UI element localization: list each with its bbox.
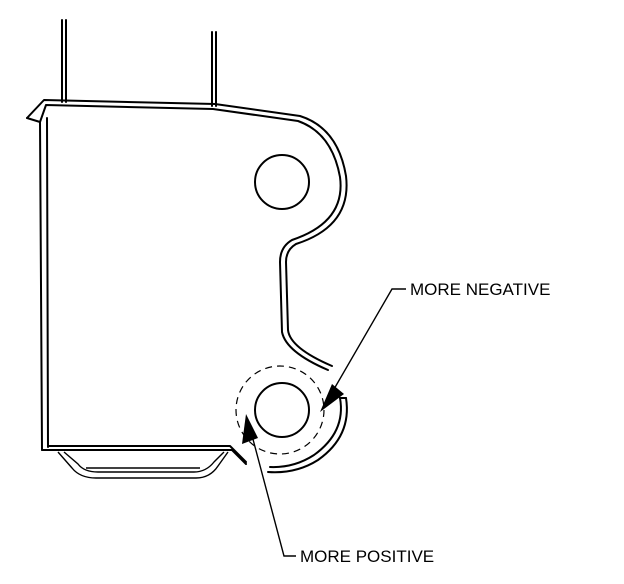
bracket-body: [26, 99, 348, 479]
label-more-positive: MORE POSITIVE: [300, 547, 435, 566]
label-more-negative: MORE NEGATIVE: [410, 280, 551, 299]
lower-hole-group: [235, 365, 325, 455]
upper-hole: [254, 154, 310, 210]
adjustment-range-dashed: [235, 365, 325, 455]
lower-hole: [254, 382, 310, 438]
support-posts: [61, 19, 217, 107]
leader-more-negative: [320, 288, 406, 412]
leader-more-positive: [242, 414, 296, 557]
